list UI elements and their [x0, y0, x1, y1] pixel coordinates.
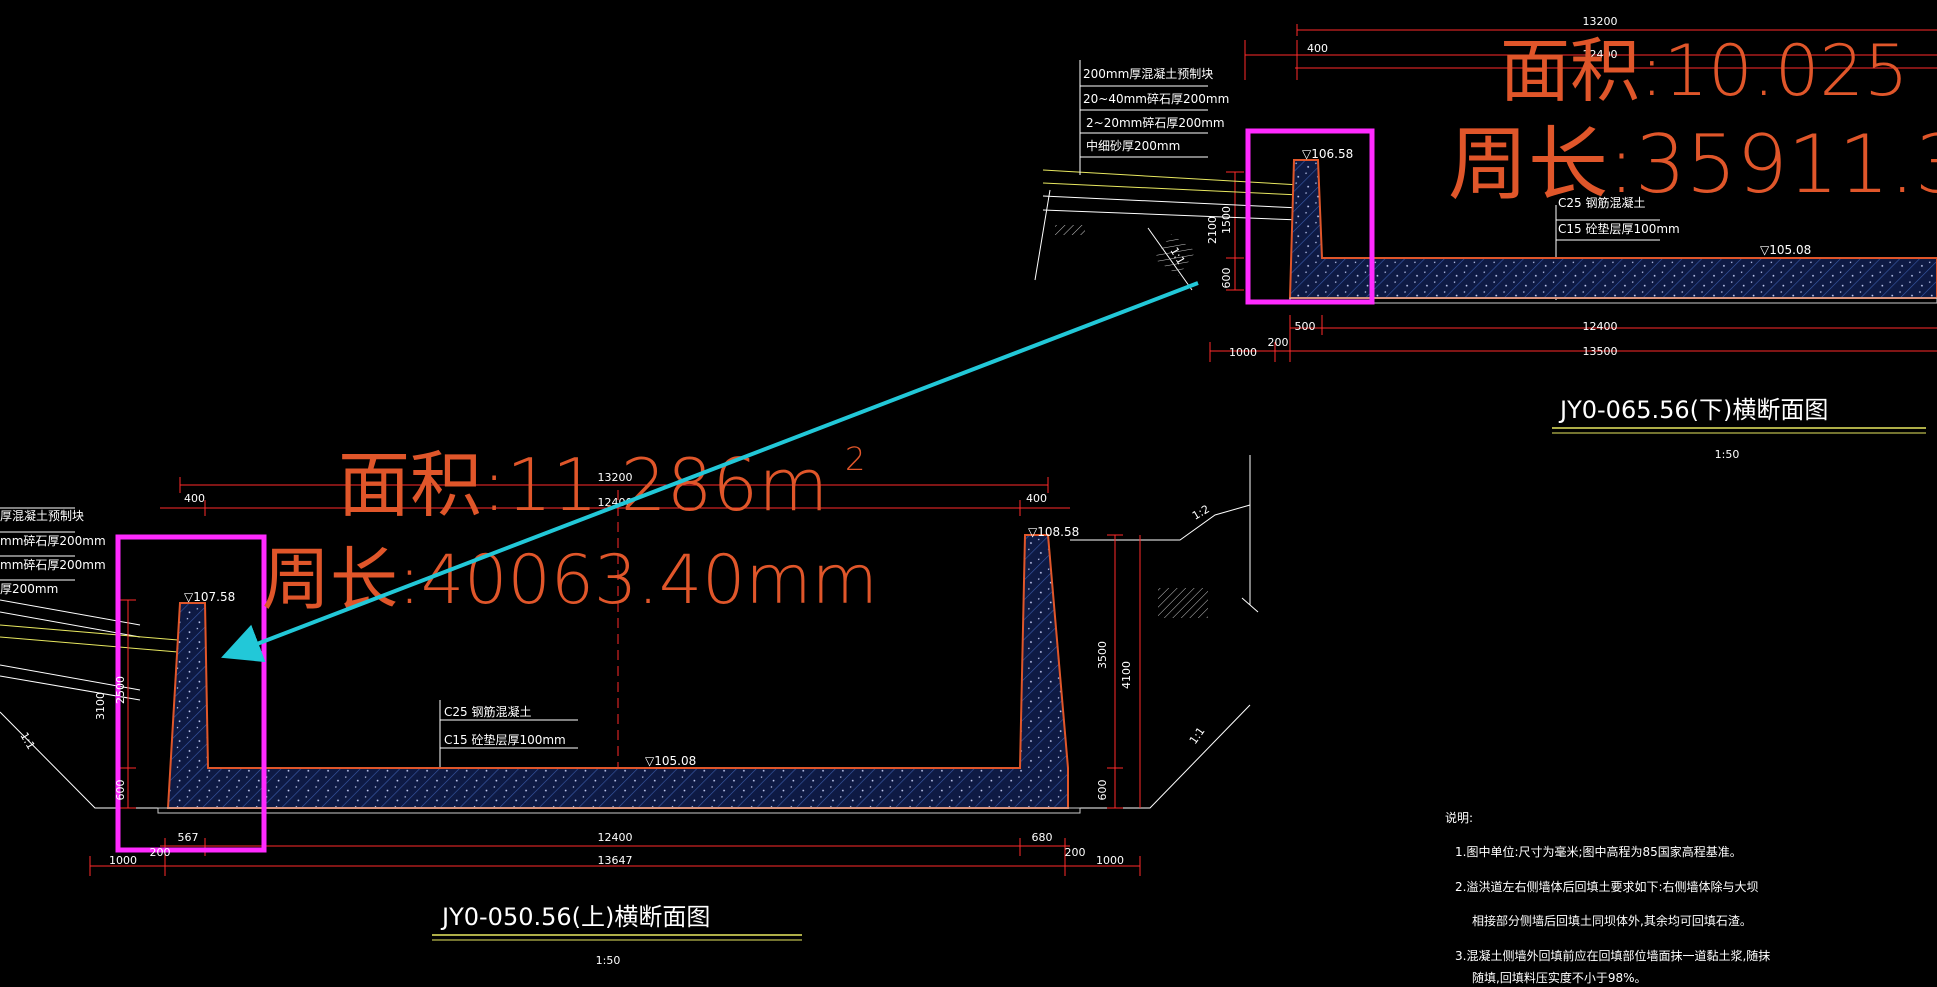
bottom-dim-1000-left: 1000: [109, 854, 137, 867]
bottom-elevation-left: ▽107.58: [184, 590, 235, 604]
top-perimeter-text: 周长:35911.3: [1448, 118, 1937, 211]
bottom-section-drawing: 13200 12400 400 400 3100 2500 600 3500 4…: [0, 440, 1259, 967]
bottom-dim-3500: 3500: [1096, 641, 1109, 669]
top-material-2: C15 砼垫层厚100mm: [1558, 221, 1680, 236]
bottom-dim-400-right: 400: [1026, 492, 1047, 505]
top-dim-13500: 13500: [1583, 345, 1618, 358]
bottom-cushion-layer: [157, 807, 1081, 814]
bottom-elevation-bottom: ▽105.08: [645, 754, 696, 768]
top-material-1: C25 钢筋混凝土: [1558, 195, 1645, 210]
bottom-dim-12400: 12400: [598, 496, 633, 509]
top-layer-3: 2~20mm碎石厚200mm: [1086, 115, 1225, 130]
bottom-layer-1: 厚混凝土预制块: [0, 508, 84, 523]
top-dim-1000: 1000: [1229, 346, 1257, 359]
notes-item-5: 随填,回填料压实度不小于98%。: [1472, 970, 1647, 985]
bottom-soil-hatch: [1158, 588, 1208, 618]
bottom-material-1: C25 钢筋混凝土: [444, 704, 531, 719]
notes-item-4: 3.混凝土侧墙外回填前应在回填部位墙面抹一道黏土浆,随抹: [1455, 948, 1770, 963]
bottom-dim-1000-right: 1000: [1096, 854, 1124, 867]
notes-item-2: 2.溢洪道左右侧墙体后回填土要求如下:右侧墙体除与大坝: [1455, 879, 1759, 894]
bottom-dim-600-left: 600: [114, 780, 127, 801]
notes-item-1: 1.图中单位:尺寸为毫米;图中高程为85国家高程基准。: [1455, 844, 1742, 859]
bottom-dim-13200: 13200: [598, 471, 633, 484]
bottom-layer-lines: [0, 624, 179, 653]
bottom-layer-2: mm碎石厚200mm: [0, 533, 106, 548]
top-dim-500: 500: [1295, 320, 1316, 333]
top-section-drawing: 13200 12400 400 1500 2100 600 500 200 10…: [1034, 15, 1937, 461]
top-layer-1: 200mm厚混凝土预制块: [1083, 66, 1213, 81]
bottom-dim-200-left: 200: [150, 846, 171, 859]
top-area-text: 面积:10.025: [1500, 30, 1909, 112]
top-dimension-lines: [1209, 24, 1937, 362]
bottom-dim-4100: 4100: [1120, 661, 1133, 689]
notes-item-3: 相接部分侧墙后回填土同坝体外,其余均可回填石渣。: [1472, 913, 1752, 928]
bottom-layer-4: 厚200mm: [0, 582, 58, 596]
top-dim-12400-bottom: 12400: [1583, 320, 1618, 333]
top-elevation-bottom: ▽105.08: [1760, 243, 1811, 257]
bottom-dim-400-left: 400: [184, 492, 205, 505]
bottom-layer-3: mm碎石厚200mm: [0, 557, 106, 572]
notes-heading: 说明:: [1445, 810, 1473, 825]
bottom-elevation-right: ▽108.58: [1028, 525, 1079, 539]
top-dim-2100: 2100: [1206, 216, 1219, 244]
bottom-dim-2500: 2500: [114, 676, 127, 704]
bottom-dim-12400-bottom: 12400: [598, 831, 633, 844]
bottom-dim-3100: 3100: [94, 692, 107, 720]
top-elevation-top: ▽106.58: [1302, 147, 1353, 161]
top-dim-13200: 13200: [1583, 15, 1618, 28]
bottom-material-2: C15 砼垫层厚100mm: [444, 732, 566, 747]
top-layer-2: 20~40mm碎石厚200mm: [1083, 91, 1229, 106]
bottom-dim-13647: 13647: [598, 854, 633, 867]
bottom-dim-600-right: 600: [1096, 780, 1109, 801]
top-drawing-scale: 1:50: [1715, 448, 1740, 461]
top-highlight-box: [1245, 128, 1375, 305]
notes-block: 说明: 1.图中单位:尺寸为毫米;图中高程为85国家高程基准。 2.溢洪道左右侧…: [1445, 810, 1770, 985]
top-slope-hatch: [1154, 234, 1196, 276]
top-leader-lines: [1034, 60, 1660, 300]
top-layer-lines: [1042, 169, 1301, 196]
top-layer-4: 中细砂厚200mm: [1086, 138, 1180, 153]
top-dim-600: 600: [1220, 268, 1233, 289]
bottom-perimeter-text: 周长:40063.40mm: [262, 541, 878, 620]
comparison-arrow: [221, 281, 1199, 663]
top-dim-12400: 12400: [1583, 48, 1618, 61]
top-drawing-title: JY0-065.56(下)横断面图: [1558, 396, 1828, 424]
bottom-drawing-scale: 1:50: [596, 954, 621, 967]
top-dim-1500: 1500: [1220, 206, 1233, 234]
bottom-highlight-box: [115, 534, 267, 853]
top-dim-400: 400: [1307, 42, 1328, 55]
bottom-slope-right: 1:1: [1187, 725, 1208, 747]
bottom-dim-680: 680: [1032, 831, 1053, 844]
bottom-area-text: 面积:11.286m: [338, 443, 828, 527]
bottom-dim-200-right: 200: [1065, 846, 1086, 859]
bottom-dim-567: 567: [178, 831, 199, 844]
top-ground-hatch: [1055, 225, 1085, 235]
bottom-area-superscript: 2: [845, 440, 865, 478]
top-dim-200: 200: [1268, 336, 1289, 349]
bottom-drawing-title: JY0-050.56(上)横断面图: [440, 903, 710, 931]
